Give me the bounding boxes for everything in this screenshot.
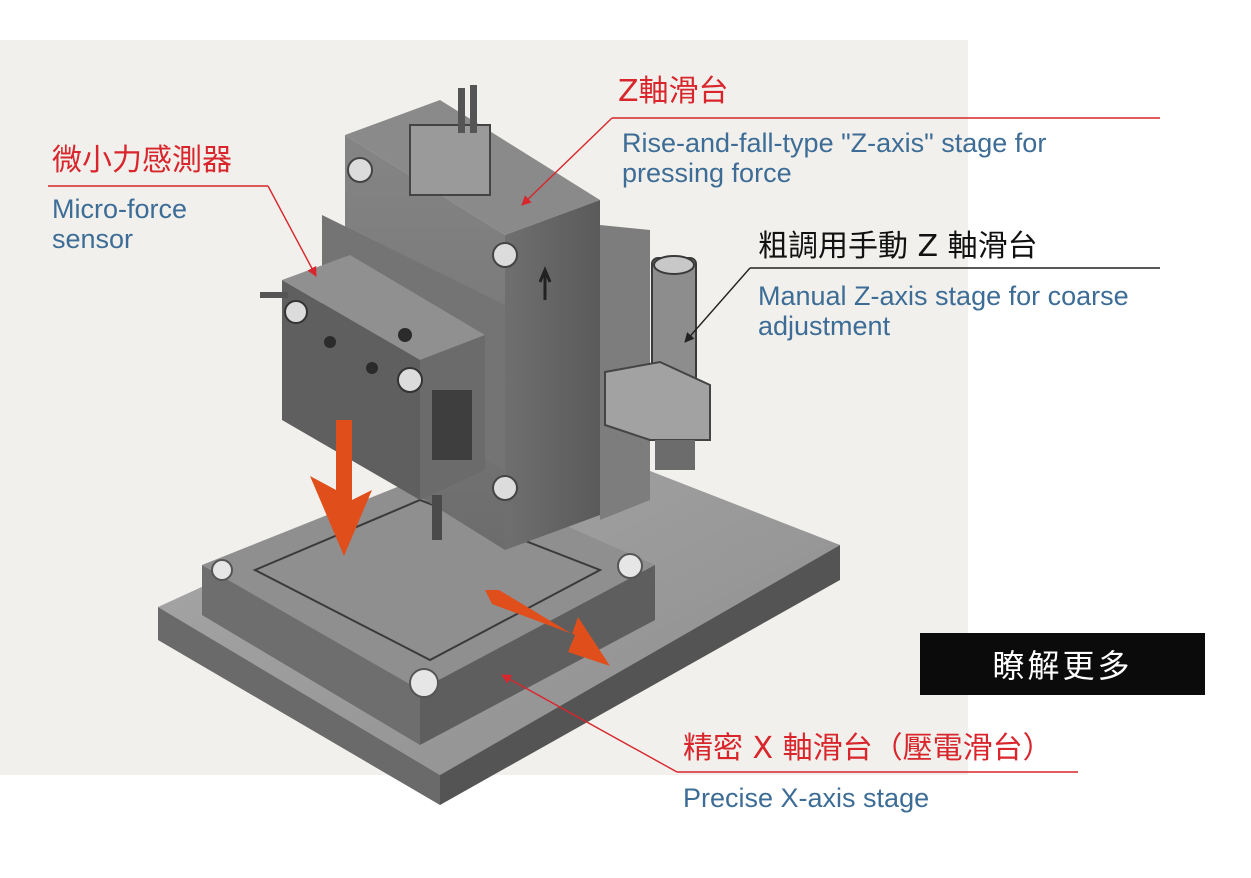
leader-lines — [48, 117, 1160, 773]
down-motion-arrow — [310, 420, 372, 556]
z-stage-description-line1: Rise-and-fall-type "Z-axis" stage for — [622, 128, 1047, 158]
manual-z-stage-description-line2: adjustment — [758, 311, 891, 341]
manual-z-stage-title: 粗調用手動 Z 軸滑台 — [758, 229, 1038, 264]
micro-force-sensor-description-line1: Micro-force — [52, 194, 188, 224]
x-motion-arrow — [485, 590, 610, 666]
motion-arrows — [310, 420, 610, 666]
x-stage-title: 精密 X 軸滑台（壓電滑台） — [683, 731, 1053, 766]
micro-force-sensor-description-line2: sensor — [52, 224, 134, 254]
learn-more-button[interactable]: 瞭解更多 — [920, 633, 1205, 695]
z-stage-description-line2: pressing force — [622, 158, 792, 188]
micro-force-sensor-title: 微小力感測器 — [52, 143, 232, 178]
manual-z-stage-description-line1: Manual Z-axis stage for coarse — [758, 281, 1129, 311]
x-stage-description: Precise X-axis stage — [683, 783, 930, 813]
micro-force-sensor-block — [260, 255, 485, 540]
z-stage-title: Z軸滑台 — [618, 74, 729, 109]
manual-z-stage — [600, 225, 711, 520]
